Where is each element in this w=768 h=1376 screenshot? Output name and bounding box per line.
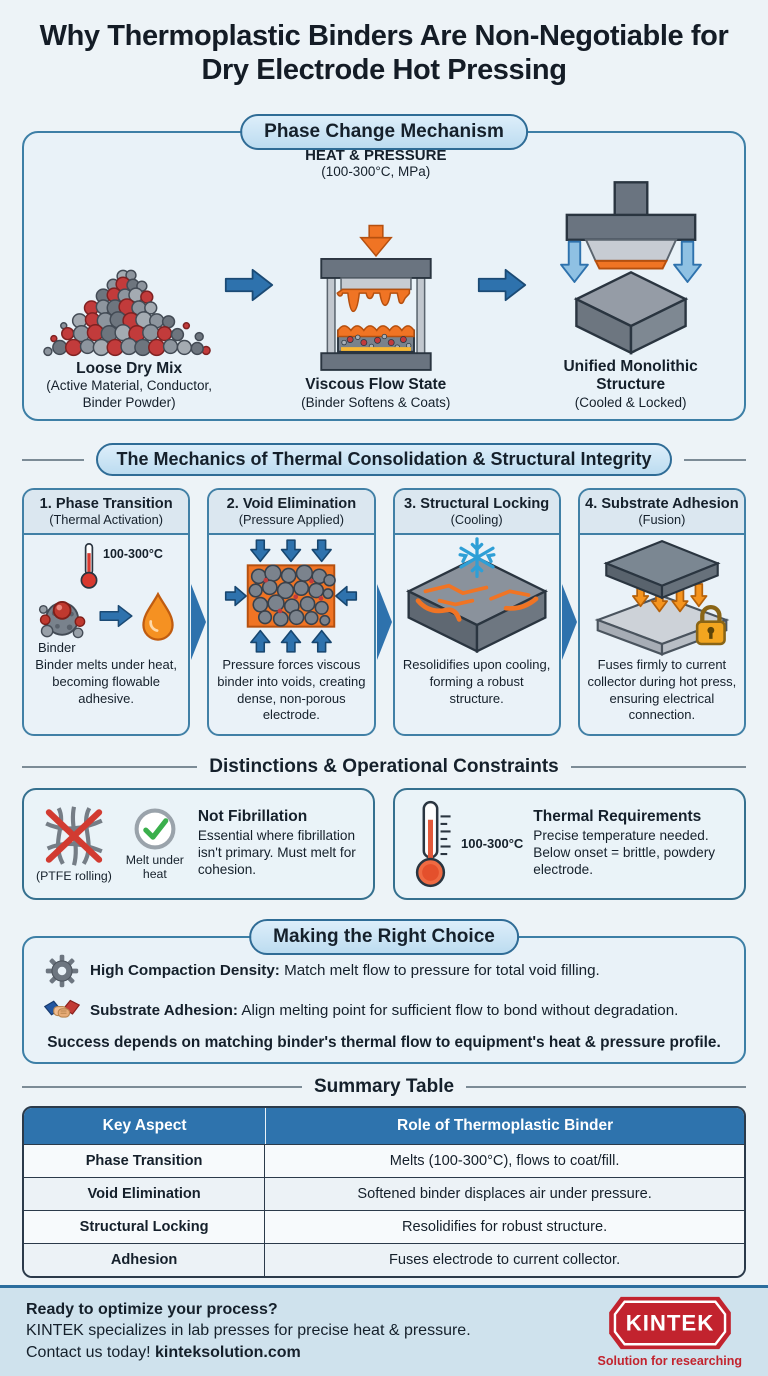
choice-conclusion: Success depends on matching binder's the…	[47, 1033, 721, 1051]
handshake-icon	[44, 999, 80, 1018]
card-subtitle: (Thermal Activation)	[49, 512, 164, 528]
kintek-logo: KINTEK	[608, 1296, 731, 1349]
heat-pressure-label: HEAT & PRESSURE	[305, 147, 447, 165]
gear-icon	[45, 954, 79, 987]
droplet-icon	[142, 592, 174, 641]
phase-change-header: Phase Change Mechanism	[240, 114, 528, 151]
table-cell-key: Phase Transition	[24, 1143, 266, 1177]
table-cell-value: Resolidifies for robust structure.	[265, 1209, 744, 1243]
adhesion-icon	[594, 540, 730, 657]
phase-change-section: Phase Change Mechanism	[22, 114, 746, 422]
hot-press-icon	[320, 224, 432, 372]
card-body: Pressure forces viscous binder into void…	[217, 657, 366, 723]
infographic: Why Thermoplastic Binders Are Non-Negoti…	[22, 20, 747, 1278]
stage-unified-structure: Unified Monolithic Structure (Cooled & L…	[527, 147, 734, 411]
right-arrow-icon	[477, 265, 527, 305]
bullet-adhesion: Substrate Adhesion: Align melting point …	[44, 996, 724, 1026]
melt-under-heat-label: Melt under heat	[125, 853, 184, 881]
heat-pressure-range: (100-300°C, MPa)	[321, 164, 431, 180]
table-cell-key: Structural Locking	[24, 1209, 266, 1243]
mechanics-header-pill: The Mechanics of Thermal Consolidation &…	[96, 443, 672, 477]
press-release-icon	[559, 180, 702, 355]
snowflake-icon	[458, 537, 496, 579]
mechanics-cards: 1. Phase Transition (Thermal Activation)…	[22, 488, 746, 736]
stage-subtitle: (Cooled & Locked)	[574, 394, 687, 410]
footer: Ready to optimize your process? KINTEK s…	[0, 1285, 768, 1376]
footer-line3: Contact us today!	[26, 1343, 155, 1361]
bullet-compaction: High Compaction Density: Match melt flow…	[44, 954, 724, 988]
binder-label: Binder	[38, 640, 76, 656]
card-void-elimination: 2. Void Elimination (Pressure Applied)	[207, 488, 376, 736]
card-title: 4. Substrate Adhesion	[585, 496, 739, 513]
bullet-bold: Substrate Adhesion:	[90, 1002, 238, 1020]
card-substrate-adhesion: 4. Substrate Adhesion (Fusion)	[577, 488, 746, 736]
card-subtitle: (Pressure Applied)	[238, 512, 345, 528]
cooling-block-icon	[405, 537, 548, 654]
card-body: Essential where fibrillation isn't prima…	[197, 828, 356, 878]
summary-header-title: Summary Table	[313, 1075, 455, 1097]
stage-title: Unified Monolithic Structure	[563, 357, 698, 394]
page-title: Why Thermoplastic Binders Are Non-Negoti…	[39, 20, 729, 86]
compaction-icon	[225, 539, 358, 653]
bullet-bold: High Compaction Density:	[90, 962, 280, 980]
choice-section: Making the Right Choice	[22, 918, 746, 1064]
table-header-cell: Role of Thermoplastic Binder	[265, 1107, 744, 1144]
footer-headline: Ready to optimize your process?	[26, 1300, 278, 1318]
thermometer-icon	[415, 800, 451, 887]
thermometer-icon	[80, 543, 98, 589]
chevron-right-icon	[561, 584, 577, 661]
no-fibrillation-icon	[45, 806, 103, 866]
mechanics-header: The Mechanics of Thermal Consolidation &…	[22, 443, 747, 477]
card-subtitle: (Fusion)	[638, 512, 686, 528]
constraints-header: Distinctions & Operational Constraints	[22, 756, 746, 778]
table-cell-value: Fuses electrode to current collector.	[265, 1242, 744, 1276]
card-thermal-requirements: 100-300°C Thermal Requirements Precise t…	[393, 787, 746, 900]
card-phase-transition: 1. Phase Transition (Thermal Activation)…	[22, 488, 191, 736]
footer-line2: KINTEK specializes in lab presses for pr…	[26, 1322, 471, 1340]
footer-tagline: Solution for researching	[597, 1353, 742, 1368]
card-title: Not Fibrillation	[197, 808, 308, 826]
chevron-right-icon	[191, 584, 207, 661]
table-header-cell: Key Aspect	[24, 1107, 266, 1144]
constraints-header-title: Distinctions & Operational Constraints	[209, 755, 559, 777]
choice-header: Making the Right Choice	[249, 918, 519, 955]
card-subtitle: (Cooling)	[450, 512, 503, 528]
card-body: Fuses firmly to current collector during…	[587, 657, 737, 723]
table-cell-key: Adhesion	[24, 1242, 266, 1276]
binder-particle-icon	[39, 601, 86, 639]
card-structural-locking: 3. Structural Locking (Cooling)	[392, 488, 561, 736]
svg-text:KINTEK: KINTEK	[626, 1310, 714, 1335]
summary-table: Key Aspect Role of Thermoplastic Binder …	[22, 1105, 746, 1278]
card-body: Binder melts under heat, becoming flowab…	[35, 657, 177, 706]
card-body: Resolidifies upon cooling, forming a rob…	[402, 657, 551, 706]
card-title: 1. Phase Transition	[39, 496, 173, 513]
card-title: Thermal Requirements	[533, 808, 702, 826]
check-icon	[134, 808, 176, 850]
table-cell-key: Void Elimination	[24, 1176, 266, 1210]
card-title: 2. Void Elimination	[226, 496, 357, 513]
stage-loose-dry-mix: Loose Dry Mix (Active Material, Conducto…	[34, 147, 224, 411]
bullet-text: Align melting point for sufficient flow …	[237, 1002, 679, 1020]
stage-viscous-flow: HEAT & PRESSURE (100-300°C, MPa)	[274, 147, 477, 411]
temperature-label: 100-300°C	[461, 836, 524, 852]
ptfe-rolling-label: (PTFE rolling)	[36, 868, 112, 883]
table-cell-value: Melts (100-300°C), flows to coat/fill.	[265, 1143, 744, 1177]
right-arrow-icon	[224, 265, 274, 305]
lock-icon	[695, 605, 726, 646]
stage-title: Viscous Flow State	[305, 376, 447, 394]
powder-pile-icon	[43, 269, 211, 356]
chevron-right-icon	[376, 584, 392, 661]
right-arrow-icon	[99, 605, 133, 628]
temperature-label: 100-300°C	[103, 547, 163, 562]
footer-website-link[interactable]: kinteksolution.com	[154, 1343, 301, 1361]
card-not-fibrillation: (PTFE rolling) Melt under heat Not Fibri…	[22, 787, 375, 900]
stage-subtitle: (Active Material, Conductor, Binder Powd…	[46, 378, 213, 410]
card-body: Precise temperature needed. Below onset …	[533, 828, 716, 878]
card-title: 3. Structural Locking	[404, 496, 550, 513]
stage-subtitle: (Binder Softens & Coats)	[301, 394, 451, 410]
bullet-text: Match melt flow to pressure for total vo…	[279, 962, 600, 980]
summary-header: Summary Table	[22, 1076, 746, 1098]
table-cell-value: Softened binder displaces air under pres…	[265, 1176, 744, 1210]
stage-title: Loose Dry Mix	[76, 359, 183, 377]
